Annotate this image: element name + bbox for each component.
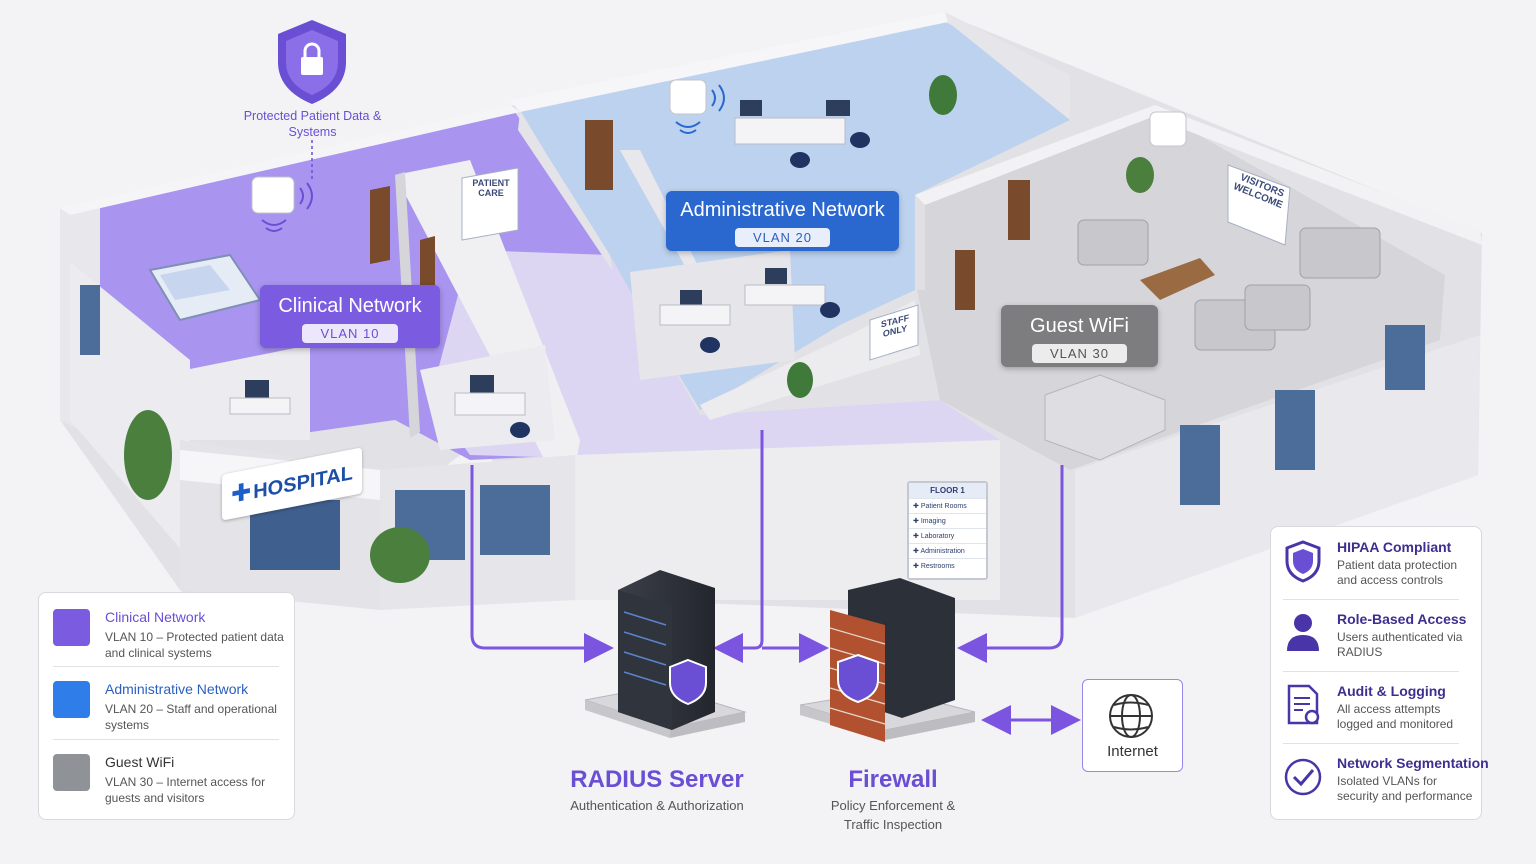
legend-description: VLAN 10 – Protected patient data and cli…	[105, 630, 284, 660]
floor-directory-item: ✚ Administration	[909, 543, 986, 558]
firewall-title: Firewall	[848, 766, 938, 793]
legend-title: Guest WiFi	[105, 754, 175, 770]
legend-title: Clinical Network	[105, 609, 206, 625]
shield-icon	[1285, 540, 1321, 583]
internet-label: Internet	[1107, 743, 1158, 760]
user-icon	[1287, 614, 1319, 651]
feature-title: Network Segmentation	[1337, 755, 1489, 771]
visitors-sign-board	[1227, 164, 1291, 246]
feature-title: Audit & Logging	[1337, 683, 1446, 699]
access-point-icon	[251, 176, 313, 232]
legend-divider	[53, 666, 279, 667]
hospital-sign-text: HOSPITAL	[253, 462, 353, 504]
security-features-panel: HIPAA Compliant Patient data protection …	[1270, 526, 1489, 820]
check-circle-icon	[1284, 758, 1322, 796]
feature-title: Role-Based Access	[1337, 611, 1467, 627]
admin-vlan-badge: VLAN 20	[734, 228, 831, 247]
firewall-subtitle: Policy Enforcement & Traffic Inspection	[812, 796, 974, 834]
legend-swatch-administrative	[53, 681, 90, 718]
radius-server-title: RADIUS Server	[570, 766, 744, 793]
clinical-link-line	[470, 465, 614, 663]
firewall-icon	[799, 578, 976, 742]
protected-data-caption: Protected Patient Data & Systems	[243, 109, 382, 139]
guest-wifi-title: Guest WiFi	[1030, 315, 1129, 337]
legend-swatch-clinical	[53, 609, 90, 646]
lock-shield-icon	[278, 20, 346, 104]
legend-title: Administrative Network	[105, 681, 249, 697]
guest-wifi-label: Guest WiFi VLAN 30	[1001, 305, 1158, 367]
clinical-vlan-badge: VLAN 10	[302, 324, 398, 343]
feature-divider	[1283, 671, 1459, 672]
radius-server-subtitle: Authentication & Authorization	[570, 798, 744, 813]
staff-only-sign-board	[869, 304, 919, 361]
patient-care-sign-board	[461, 167, 519, 241]
floor-directory-title: FLOOR 1	[909, 483, 986, 498]
feature-divider	[1283, 599, 1459, 600]
guest-link-line	[957, 465, 1064, 663]
radius-server-icon	[584, 570, 747, 738]
globe-icon	[1109, 694, 1153, 738]
administrative-network-label: Administrative Network VLAN 20	[666, 191, 899, 251]
feature-divider	[1283, 743, 1459, 744]
patient-care-sign: PATIENT CARE	[472, 178, 510, 198]
floor-directory-sign: FLOOR 1 ✚ Patient Rooms ✚ Imaging ✚ Labo…	[907, 481, 988, 580]
feature-description: All access attempts logged and monitored	[1337, 702, 1454, 731]
legend-description: VLAN 20 – Staff and operational systems	[105, 702, 277, 732]
document-gear-icon	[1287, 684, 1320, 725]
legend-description: VLAN 30 – Internet access for guests and…	[105, 775, 266, 805]
feature-title: HIPAA Compliant	[1337, 539, 1452, 555]
legend-divider	[53, 739, 279, 740]
access-point-icon	[669, 79, 725, 134]
firewall-subtitle-line: Policy Enforcement &	[830, 798, 956, 813]
clinical-network-title: Clinical Network	[278, 295, 422, 317]
feature-description: Users authenticated via RADIUS	[1337, 630, 1463, 659]
feature-description: Patient data protection and access contr…	[1337, 558, 1458, 587]
medical-cross-icon: ✚	[231, 477, 252, 509]
admin-link-line	[713, 430, 764, 663]
firewall-subtitle-line: Traffic Inspection	[843, 817, 943, 832]
guest-vlan-badge: VLAN 30	[1031, 344, 1128, 363]
legend-swatch-guest	[53, 754, 90, 791]
internet-node	[1082, 679, 1183, 772]
floor-directory-item: ✚ Restrooms	[909, 558, 986, 573]
floor-directory-item: ✚ Imaging	[909, 513, 986, 528]
floor-directory-item: ✚ Laboratory	[909, 528, 986, 543]
feature-description: Isolated VLANs for security and performa…	[1337, 774, 1473, 803]
clinical-network-label: Clinical Network VLAN 10	[260, 285, 440, 348]
access-point-icon	[1149, 111, 1187, 147]
administrative-network-title: Administrative Network	[680, 199, 885, 221]
floor-directory-item: ✚ Patient Rooms	[909, 498, 986, 513]
network-legend: Clinical Network VLAN 10 – Protected pat…	[38, 592, 295, 820]
